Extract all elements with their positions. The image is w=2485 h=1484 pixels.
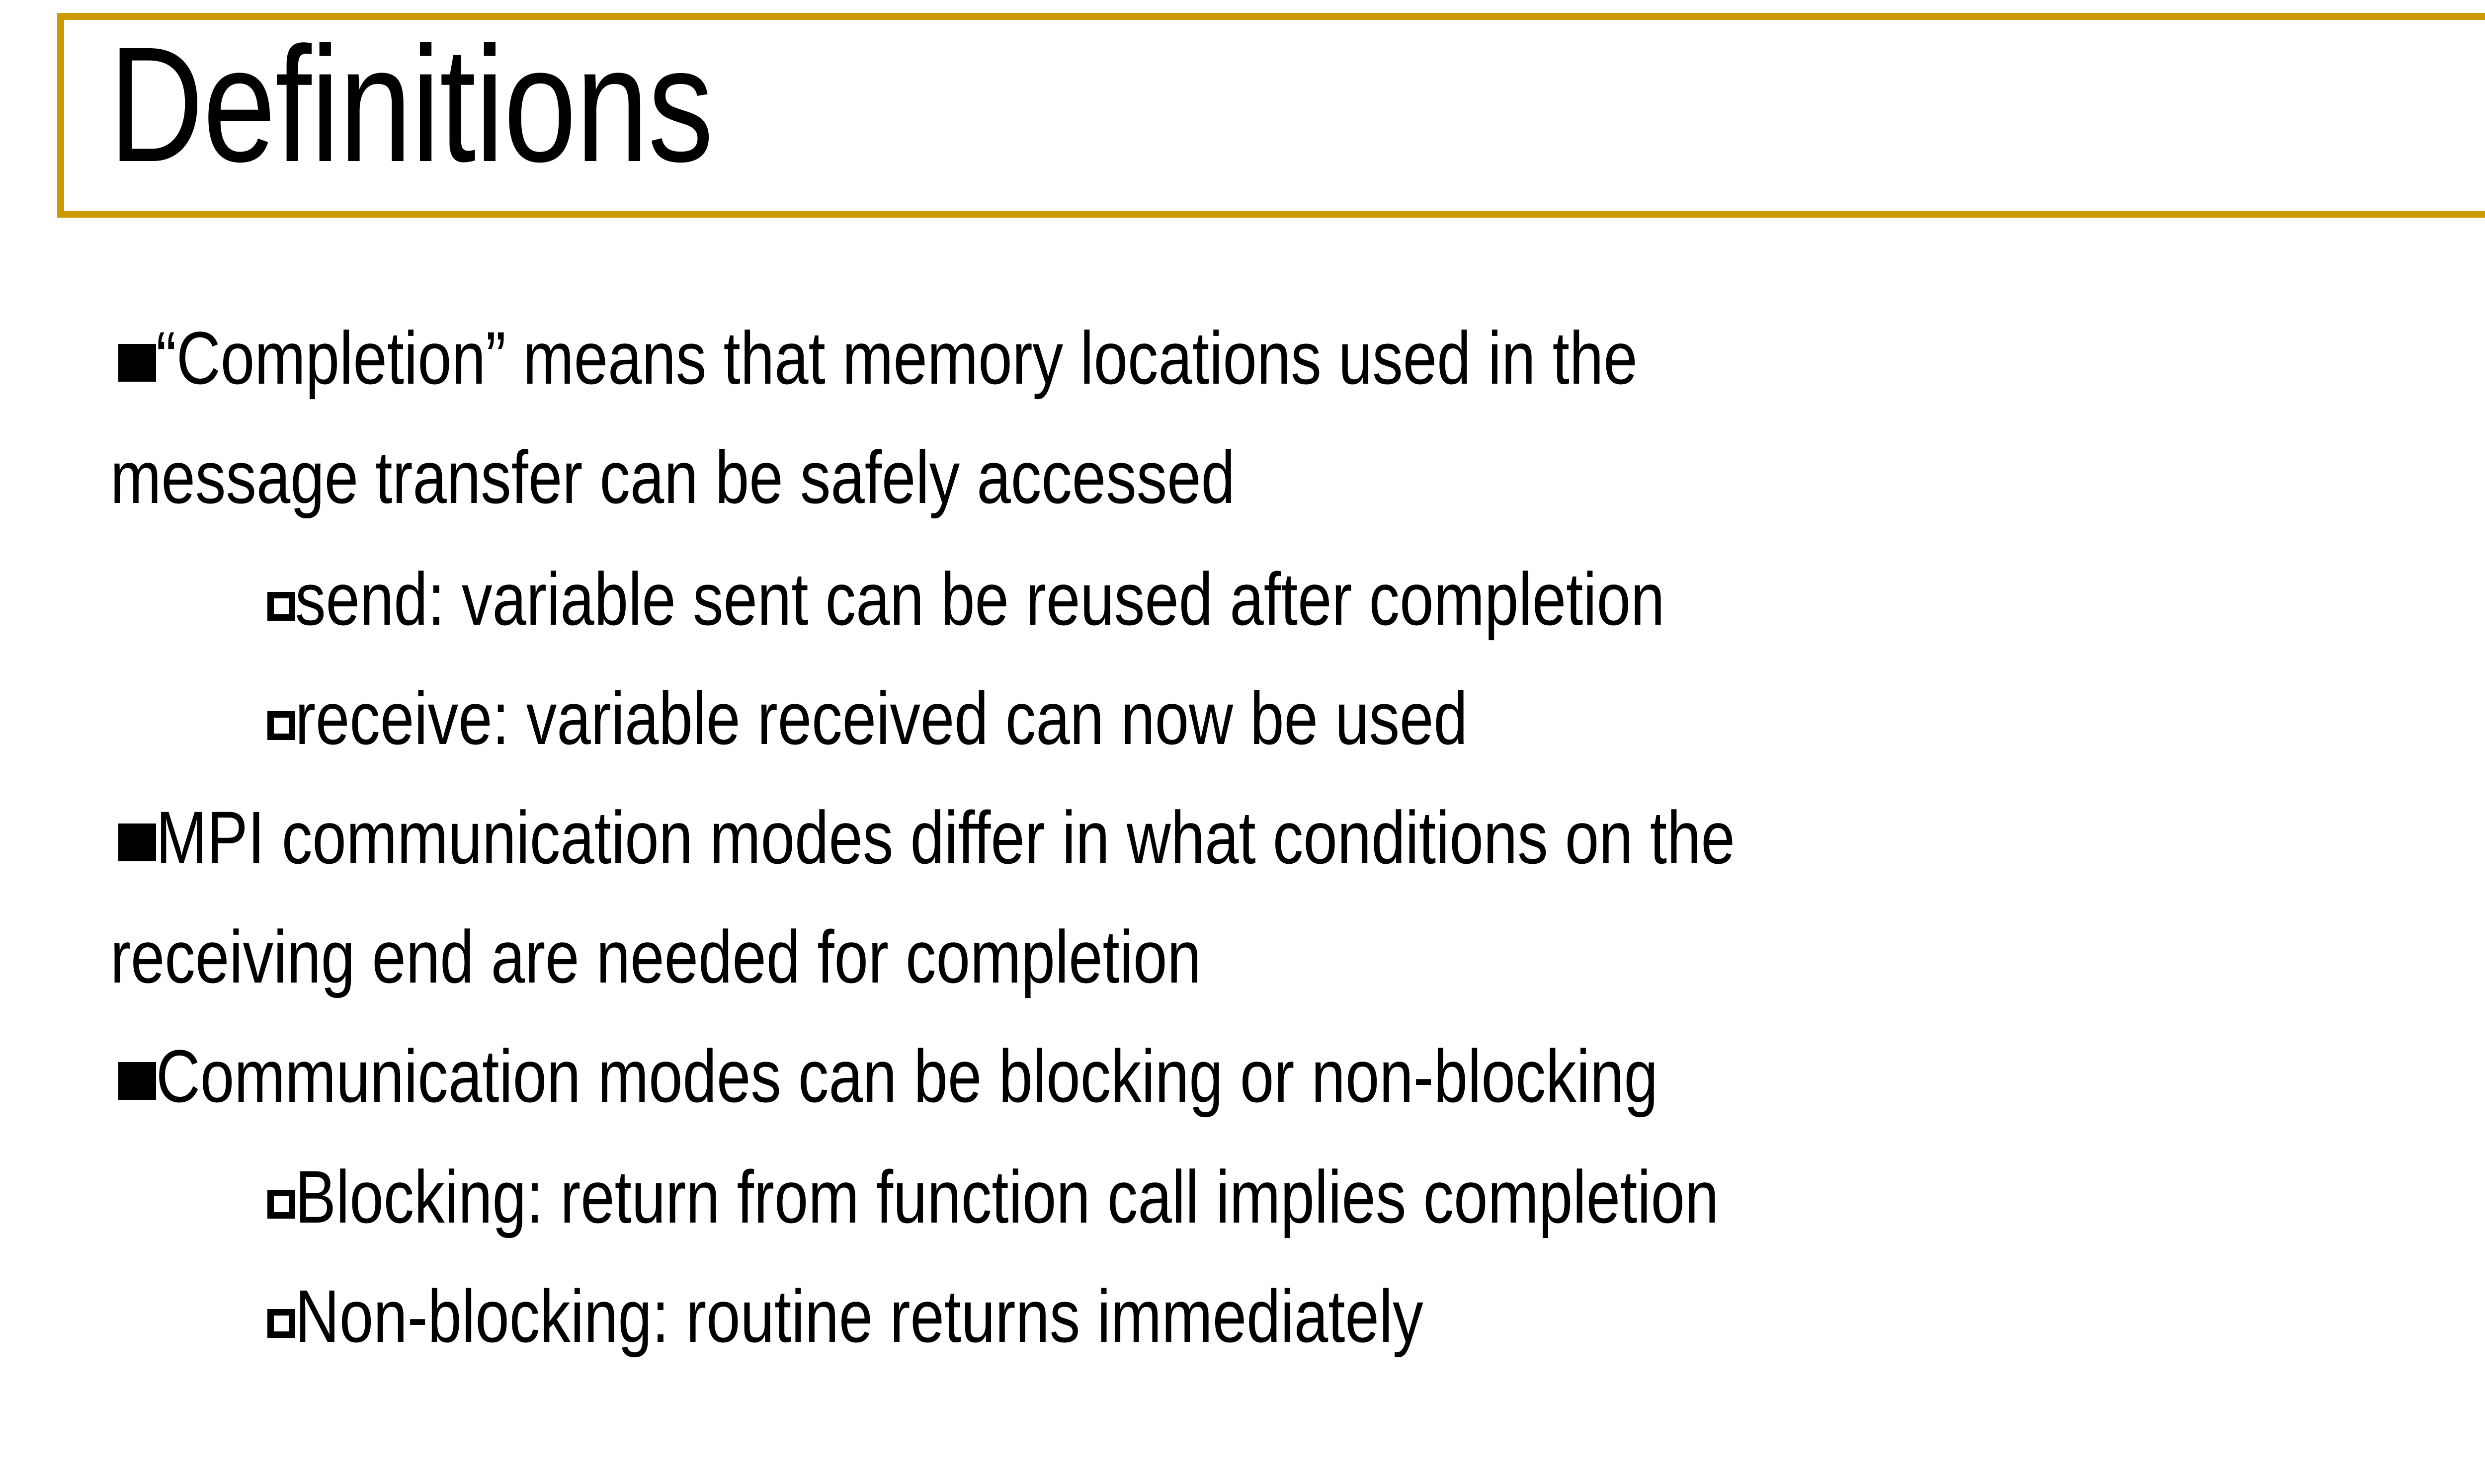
hollow-square-bullet-icon	[267, 592, 308, 633]
bullet-text: receiving end are needed for completion	[110, 915, 1201, 998]
bullet-text: Communication modes can be blocking or n…	[156, 1034, 1658, 1118]
sub-bullet-text: Non-blocking: routine returns immediatel…	[295, 1274, 1423, 1358]
hollow-square-bullet-icon	[267, 1190, 308, 1231]
bullet-line-continuation: message transfer can be safely accessed	[0, 427, 2485, 547]
sub-bullet-line: Non-blocking: routine returns immediatel…	[0, 1266, 2485, 1386]
sub-bullet-line: Blocking: return from function call impl…	[0, 1147, 2485, 1266]
filled-square-bullet-icon	[118, 344, 156, 382]
sub-bullet-text: Blocking: return from function call impl…	[295, 1155, 1719, 1238]
bullet-text: message transfer can be safely accessed	[110, 435, 1236, 519]
bullet-text: “Completion” means that memory locations…	[156, 316, 1638, 400]
hollow-square-bullet-icon	[267, 1309, 308, 1350]
hollow-square-bullet-icon	[267, 711, 308, 752]
sub-bullet-line: send: variable sent can be reused after …	[0, 549, 2485, 668]
slide-body: “Completion” means that memory locations…	[0, 278, 2485, 1481]
bullet-line: MPI communication modes differ in what c…	[0, 788, 2485, 907]
sub-bullet-line: receive: variable received can now be us…	[0, 668, 2485, 788]
bullet-line: Communication modes can be blocking or n…	[0, 1026, 2485, 1146]
sub-bullet-text: send: variable sent can be reused after …	[295, 557, 1665, 641]
page-title: Definitions	[109, 12, 714, 196]
sub-bullet-text: receive: variable received can now be us…	[295, 676, 1468, 760]
slide-title-box: Definitions	[57, 12, 2485, 218]
bullet-line: “Completion” means that memory locations…	[0, 308, 2485, 427]
filled-square-bullet-icon	[118, 824, 156, 861]
bullet-text: MPI communication modes differ in what c…	[156, 796, 1735, 879]
filled-square-bullet-icon	[118, 1062, 156, 1100]
bullet-line-continuation: receiving end are needed for completion	[0, 907, 2485, 1026]
